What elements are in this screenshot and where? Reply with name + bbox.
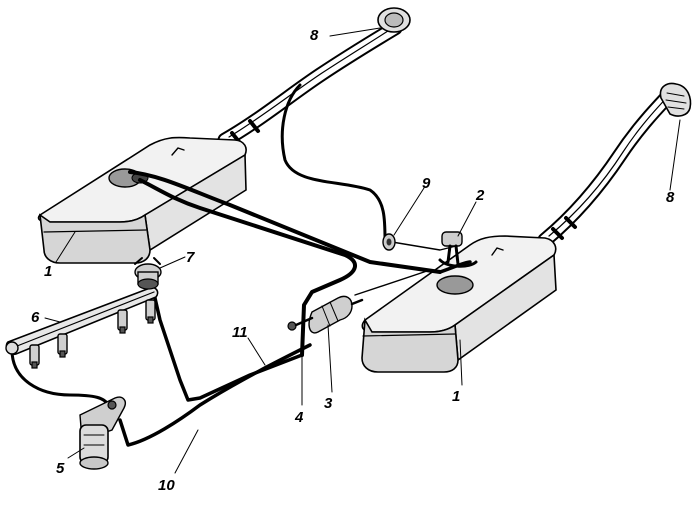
right-fuel-tank	[361, 235, 557, 373]
pressure-regulator-7	[134, 257, 162, 290]
label-4: 4	[294, 409, 304, 426]
label-3: 3	[324, 395, 333, 412]
label-5: 5	[56, 460, 65, 477]
label-9: 9	[422, 175, 431, 192]
label-7: 7	[186, 249, 195, 266]
injector-1	[29, 344, 40, 369]
valve-9	[382, 233, 396, 251]
leader-lines	[44, 27, 681, 474]
label-10: 10	[158, 477, 175, 494]
right-filler-neck	[537, 84, 680, 248]
label-2: 2	[475, 187, 485, 204]
component-2-sender	[438, 231, 478, 268]
injector-4	[145, 299, 156, 324]
callout-labels: 1 1 2 3 4 5 6 7 8 8 9 10 11	[31, 27, 675, 494]
fuel-pump-5	[79, 396, 126, 470]
label-8-right: 8	[666, 189, 675, 206]
label-6: 6	[31, 309, 40, 326]
injector-3	[117, 309, 128, 334]
fuel-rail-6	[5, 286, 159, 369]
injector-2	[57, 333, 68, 358]
label-1-right: 1	[452, 388, 460, 405]
label-11: 11	[232, 324, 248, 341]
label-1-left: 1	[44, 263, 52, 280]
filler-cap-right	[659, 82, 692, 117]
left-filler-neck	[217, 20, 403, 148]
filler-cap-top	[377, 7, 411, 33]
label-8-top: 8	[310, 27, 319, 44]
fuel-filter-3	[287, 295, 364, 334]
